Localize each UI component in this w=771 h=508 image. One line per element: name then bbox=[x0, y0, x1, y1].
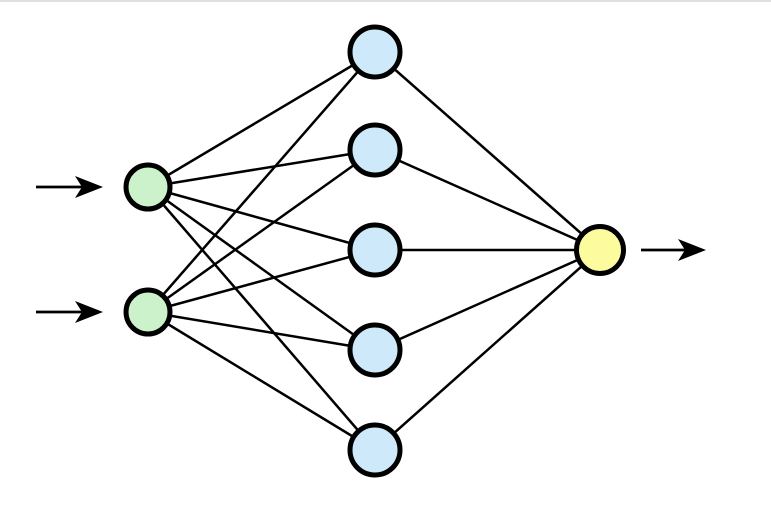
edge-input-1-hidden-5 bbox=[147, 186, 376, 451]
hidden-node-hidden-3 bbox=[347, 222, 403, 278]
edge-input-1-hidden-4 bbox=[147, 185, 376, 352]
output-node-output-1 bbox=[574, 224, 626, 276]
hidden-node-hidden-1 bbox=[347, 24, 403, 80]
hidden-node-hidden-5 bbox=[347, 422, 403, 478]
hidden-node-hidden-4 bbox=[347, 322, 403, 378]
edge-hidden-1-output-1 bbox=[374, 51, 601, 251]
edge-input-2-hidden-5 bbox=[147, 310, 376, 452]
edge-input-1-hidden-3 bbox=[147, 185, 376, 252]
input-arrow-1-head bbox=[75, 176, 103, 198]
edge-input-1-hidden-2 bbox=[147, 148, 376, 189]
edge-hidden-2-output-1 bbox=[374, 148, 601, 252]
input-node-input-1 bbox=[123, 162, 173, 212]
window-top-border bbox=[0, 0, 771, 2]
hidden-node-hidden-2 bbox=[347, 122, 403, 178]
edge-input-2-hidden-2 bbox=[147, 148, 376, 314]
output-arrow-head bbox=[678, 239, 706, 261]
edge-input-2-hidden-1 bbox=[147, 51, 376, 313]
input-node-input-2 bbox=[123, 287, 173, 337]
edge-hidden-5-output-1 bbox=[374, 249, 601, 451]
input-arrow-2-head bbox=[75, 301, 103, 323]
edge-input-1-hidden-1 bbox=[147, 50, 376, 189]
edge-hidden-4-output-1 bbox=[374, 248, 601, 352]
edge-input-2-hidden-3 bbox=[147, 248, 376, 314]
edge-input-2-hidden-4 bbox=[147, 310, 376, 352]
